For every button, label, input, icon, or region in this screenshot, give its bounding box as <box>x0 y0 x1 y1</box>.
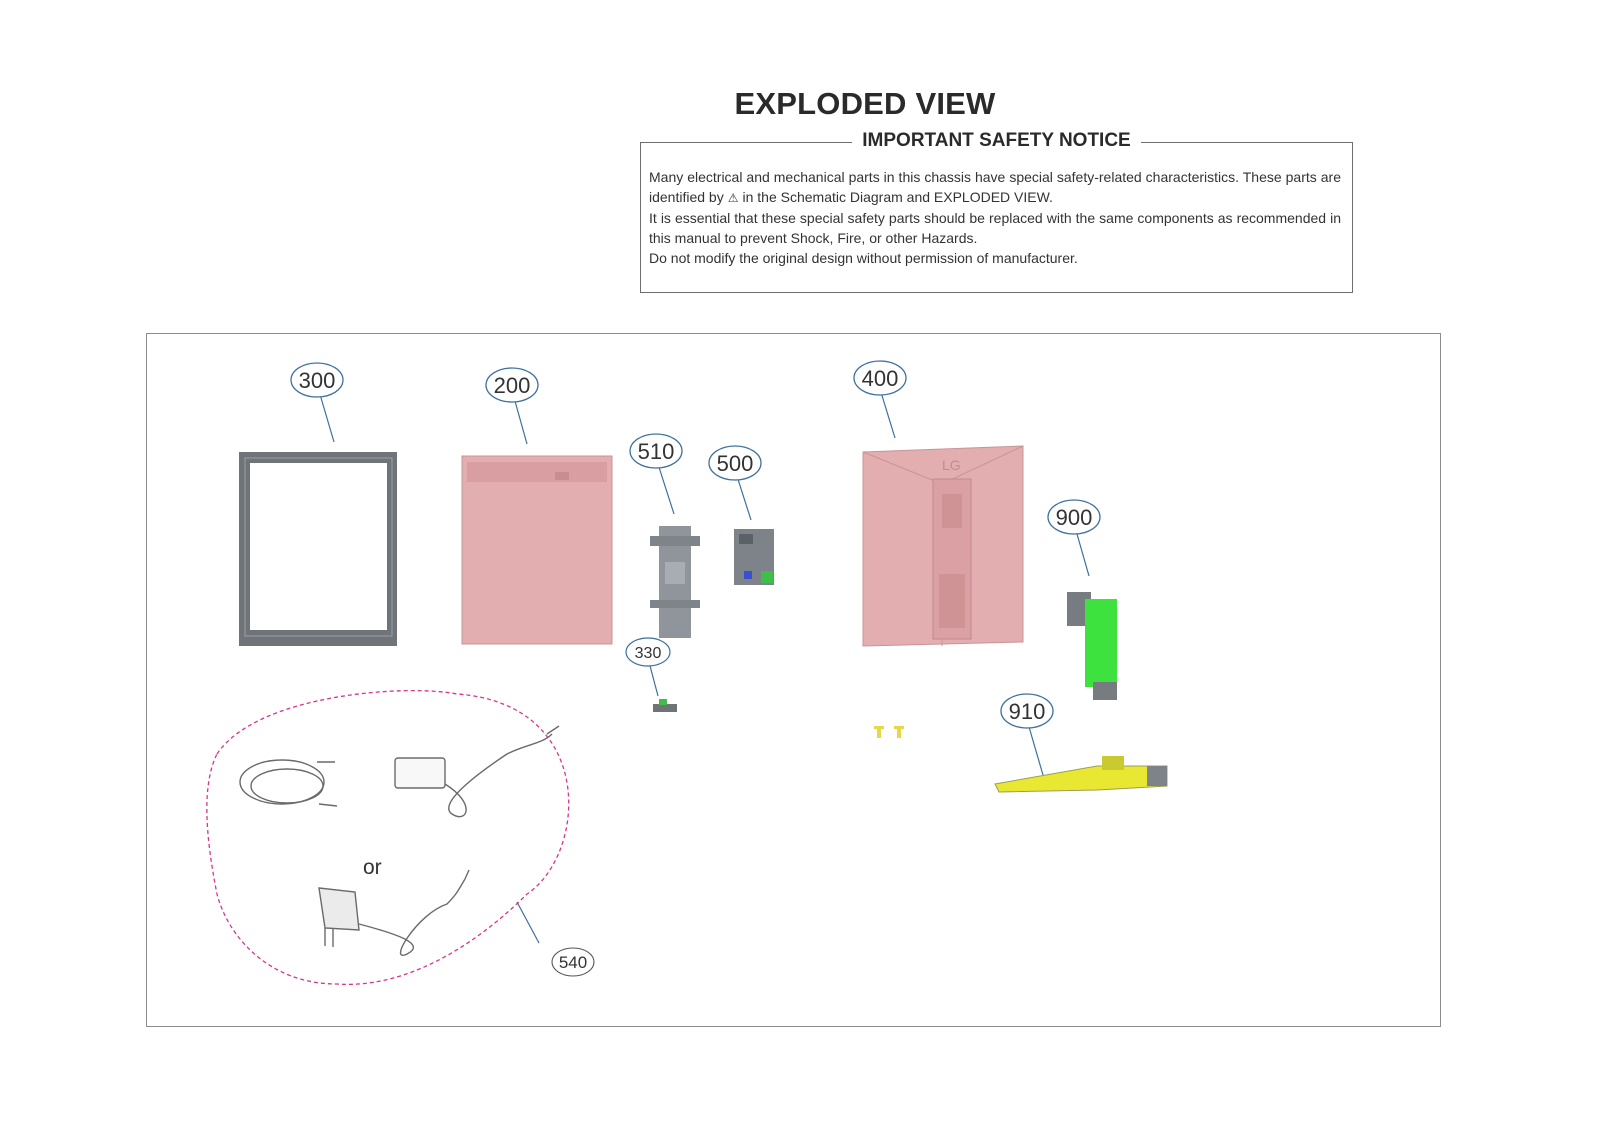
notice-line1a: Many electrical and mechanical parts in … <box>649 169 1341 205</box>
part-400-rear-cover: LG <box>862 445 1024 647</box>
callout-200-label: 200 <box>494 373 531 398</box>
callout-330-label: 330 <box>635 645 662 662</box>
accessory-group-540 <box>206 690 570 985</box>
page-title: EXPLODED VIEW <box>734 86 996 121</box>
callout-900-label: 900 <box>1056 505 1093 530</box>
callout-910: 910 <box>1000 693 1054 729</box>
screws <box>874 726 904 738</box>
callout-500-label: 500 <box>717 451 754 476</box>
callout-500: 500 <box>708 445 762 481</box>
callout-540: 540 <box>551 947 595 977</box>
callout-300: 300 <box>290 362 344 398</box>
callout-510-label: 510 <box>638 439 675 464</box>
exploded-view-diagram: LG <box>146 333 1441 1027</box>
safety-notice-box: IMPORTANT SAFETY NOTICE Many electrical … <box>640 130 1353 293</box>
notice-paragraph-3: Do not modify the original design withou… <box>649 250 1078 266</box>
exploded-view-drawing: LG <box>206 360 1168 985</box>
callout-910-label: 910 <box>1009 699 1046 724</box>
wall-adapter <box>318 869 470 957</box>
safety-notice-heading-text: IMPORTANT SAFETY NOTICE <box>852 130 1141 151</box>
callout-400-label: 400 <box>862 366 899 391</box>
part-500-main-board <box>734 529 774 585</box>
callout-330: 330 <box>625 637 671 667</box>
notice-paragraph-2: It is essential that these special safet… <box>649 210 1341 246</box>
callout-540-label: 540 <box>559 953 587 972</box>
ac-adapter <box>394 725 560 818</box>
safety-notice-body: Many electrical and mechanical parts in … <box>649 167 1341 268</box>
svg-text:LG: LG <box>942 457 961 473</box>
notice-paragraph-1: Many electrical and mechanical parts in … <box>649 167 1341 208</box>
part-910-stand-base <box>994 756 1168 793</box>
warning-triangle-icon: ⚠ <box>727 191 739 205</box>
notice-line1b: in the Schematic Diagram and EXPLODED VI… <box>742 189 1053 205</box>
callout-200: 200 <box>485 367 539 403</box>
power-cord <box>239 759 338 807</box>
callout-900: 900 <box>1047 499 1101 535</box>
part-900-stand-body <box>1067 592 1117 700</box>
callout-300-label: 300 <box>299 368 336 393</box>
callout-400: 400 <box>853 360 907 396</box>
alternative-or-label: or <box>363 856 382 879</box>
callout-510: 510 <box>629 433 683 469</box>
safety-notice-heading: IMPORTANT SAFETY NOTICE <box>641 130 1352 152</box>
part-200-panel-plate <box>461 455 613 645</box>
part-300-front-frame <box>239 452 397 646</box>
part-510-bracket <box>650 526 700 638</box>
part-330-small-board <box>653 699 677 712</box>
